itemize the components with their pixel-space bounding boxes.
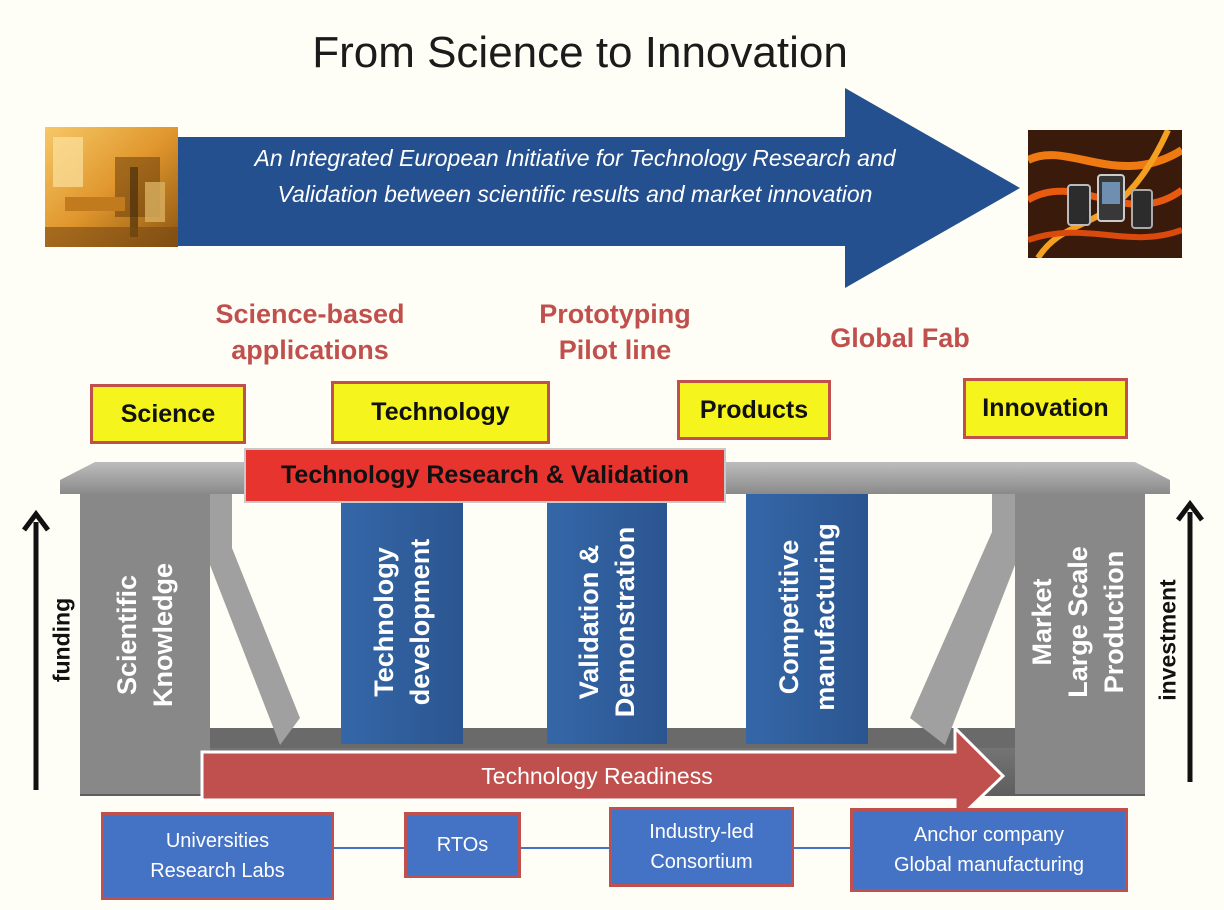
anchor-line-1: Anchor company <box>913 824 1065 846</box>
actor-rtos: RTOs <box>404 812 521 878</box>
global-fab-label: Global Fab <box>830 323 970 353</box>
science-based-line-1: Science-based <box>215 299 405 329</box>
lab-photo <box>45 127 178 247</box>
universities-line-1: Universities <box>165 830 270 852</box>
readiness-arrow <box>200 724 1006 826</box>
industry-line-2: Consortium <box>650 851 753 873</box>
pillar-validation-demonstration <box>547 494 667 744</box>
industry-line-1: Industry-led <box>649 821 754 843</box>
stage-science: Science <box>90 384 246 444</box>
left-abutment <box>80 494 210 794</box>
stage-products: Products <box>677 380 831 440</box>
science-based-applications-label: Science-based applications <box>195 296 425 368</box>
stage-innovation: Innovation <box>963 378 1128 439</box>
pillar-technology-development <box>341 494 463 744</box>
actor-anchor-company: Anchor company Global manufacturing <box>850 808 1128 892</box>
investment-arrow-head <box>1176 499 1204 522</box>
banner-line-2: Validation between scientific results an… <box>277 181 873 207</box>
slide-title: From Science to Innovation <box>312 28 848 77</box>
technology-readiness-label: Technology Readiness <box>481 763 713 789</box>
anchor-line-2: Global manufacturing <box>893 854 1085 876</box>
technology-research-validation-box: Technology Research & Validation <box>244 448 726 503</box>
banner-arrow <box>170 88 1020 288</box>
pillar-competitive-manufacturing <box>746 494 868 744</box>
actor-universities: Universities Research Labs <box>101 812 334 900</box>
science-based-line-2: applications <box>231 335 389 365</box>
prototyping-line-2: Pilot line <box>558 335 672 365</box>
left-strut <box>210 494 300 745</box>
prototyping-pilot-line-label: Prototyping Pilot line <box>510 296 720 368</box>
right-abutment <box>1015 494 1145 794</box>
funding-arrow-head <box>22 509 50 532</box>
stage-technology: Technology <box>331 381 550 444</box>
right-strut <box>910 494 1015 745</box>
universities-line-2: Research Labs <box>150 860 285 882</box>
actor-industry-consortium: Industry-led Consortium <box>609 807 794 887</box>
banner-line-1: An Integrated European Initiative for Te… <box>254 145 896 171</box>
banner-text: An Integrated European Initiative for Te… <box>190 140 960 212</box>
devices-photo <box>1028 130 1182 258</box>
prototyping-line-1: Prototyping <box>539 299 691 329</box>
